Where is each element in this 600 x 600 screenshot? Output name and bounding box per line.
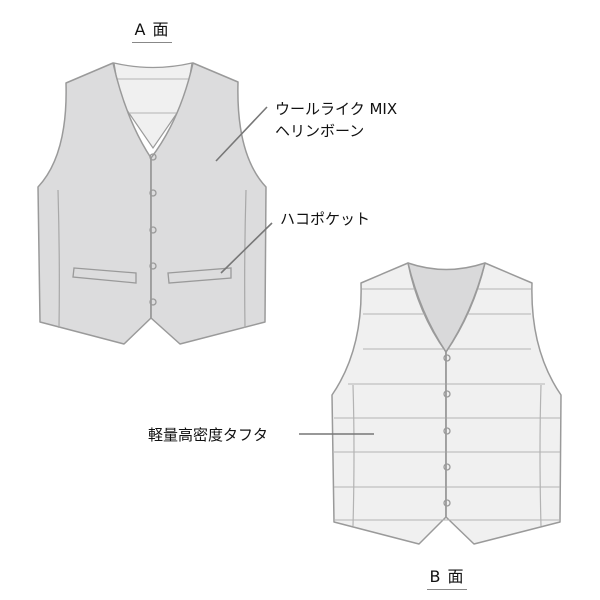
pocket-label: ハコポケット <box>280 210 371 228</box>
pocket-leader-line <box>220 222 273 274</box>
wool-label-line1: ウールライク MIX <box>275 100 398 118</box>
side-a-title-text: A 面 <box>134 20 170 39</box>
vest-b-buttons <box>443 354 451 507</box>
side-a-title: A 面 <box>132 20 172 43</box>
vest-a-buttons <box>149 153 157 306</box>
vest-b-quilt-lines <box>334 288 560 521</box>
vest-a-pockets <box>72 267 232 284</box>
side-b-title: B 面 <box>427 567 467 590</box>
taffeta-label: 軽量高密度タフタ <box>148 426 269 444</box>
wool-label: ウールライク MIX ヘリンボーン <box>275 98 397 142</box>
side-b-title-text: B 面 <box>429 567 465 586</box>
vest-a-illustration <box>37 62 267 345</box>
wool-leader-line <box>215 106 268 162</box>
vest-b-illustration <box>331 262 562 545</box>
wool-label-line2: ヘリンボーン <box>275 122 365 140</box>
